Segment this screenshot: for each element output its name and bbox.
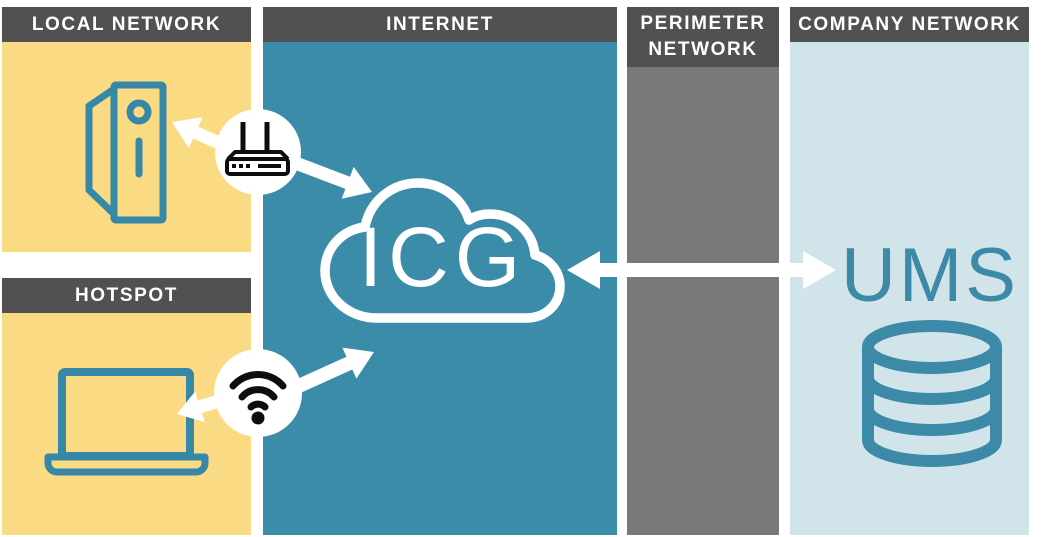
router-icon — [225, 122, 290, 176]
local-network-label: LOCAL NETWORK — [31, 13, 222, 35]
arrow-icg-ums-bidirectional — [567, 251, 836, 289]
ums-node-label: UMS — [841, 233, 1019, 318]
pc-tower-icon — [85, 81, 167, 224]
hotspot-label: HOTSPOT — [74, 284, 179, 306]
perimeter-network-label: PERIMETER NETWORK — [640, 13, 766, 60]
cloud-icon — [320, 178, 565, 323]
local-network-header: LOCAL NETWORK — [2, 7, 251, 42]
perimeter-network-panel — [627, 67, 779, 535]
database-icon — [862, 320, 1002, 467]
company-network-label: COMPANY NETWORK — [798, 13, 1021, 35]
perimeter-network-header: PERIMETER NETWORK — [627, 7, 779, 67]
hotspot-panel — [2, 313, 251, 535]
company-network-header: COMPANY NETWORK — [790, 7, 1029, 42]
hotspot-header: HOTSPOT — [2, 278, 251, 313]
router-gateway-node — [215, 109, 301, 195]
arrow-router-to-cloud — [290, 155, 372, 199]
wifi-hotspot-node — [214, 349, 302, 437]
arrow-wifi-to-cloud — [287, 347, 374, 397]
internet-label: INTERNET — [386, 13, 494, 35]
wifi-icon — [229, 371, 287, 425]
internet-header: INTERNET — [263, 7, 617, 42]
icg-node-label: ICG — [358, 210, 527, 304]
